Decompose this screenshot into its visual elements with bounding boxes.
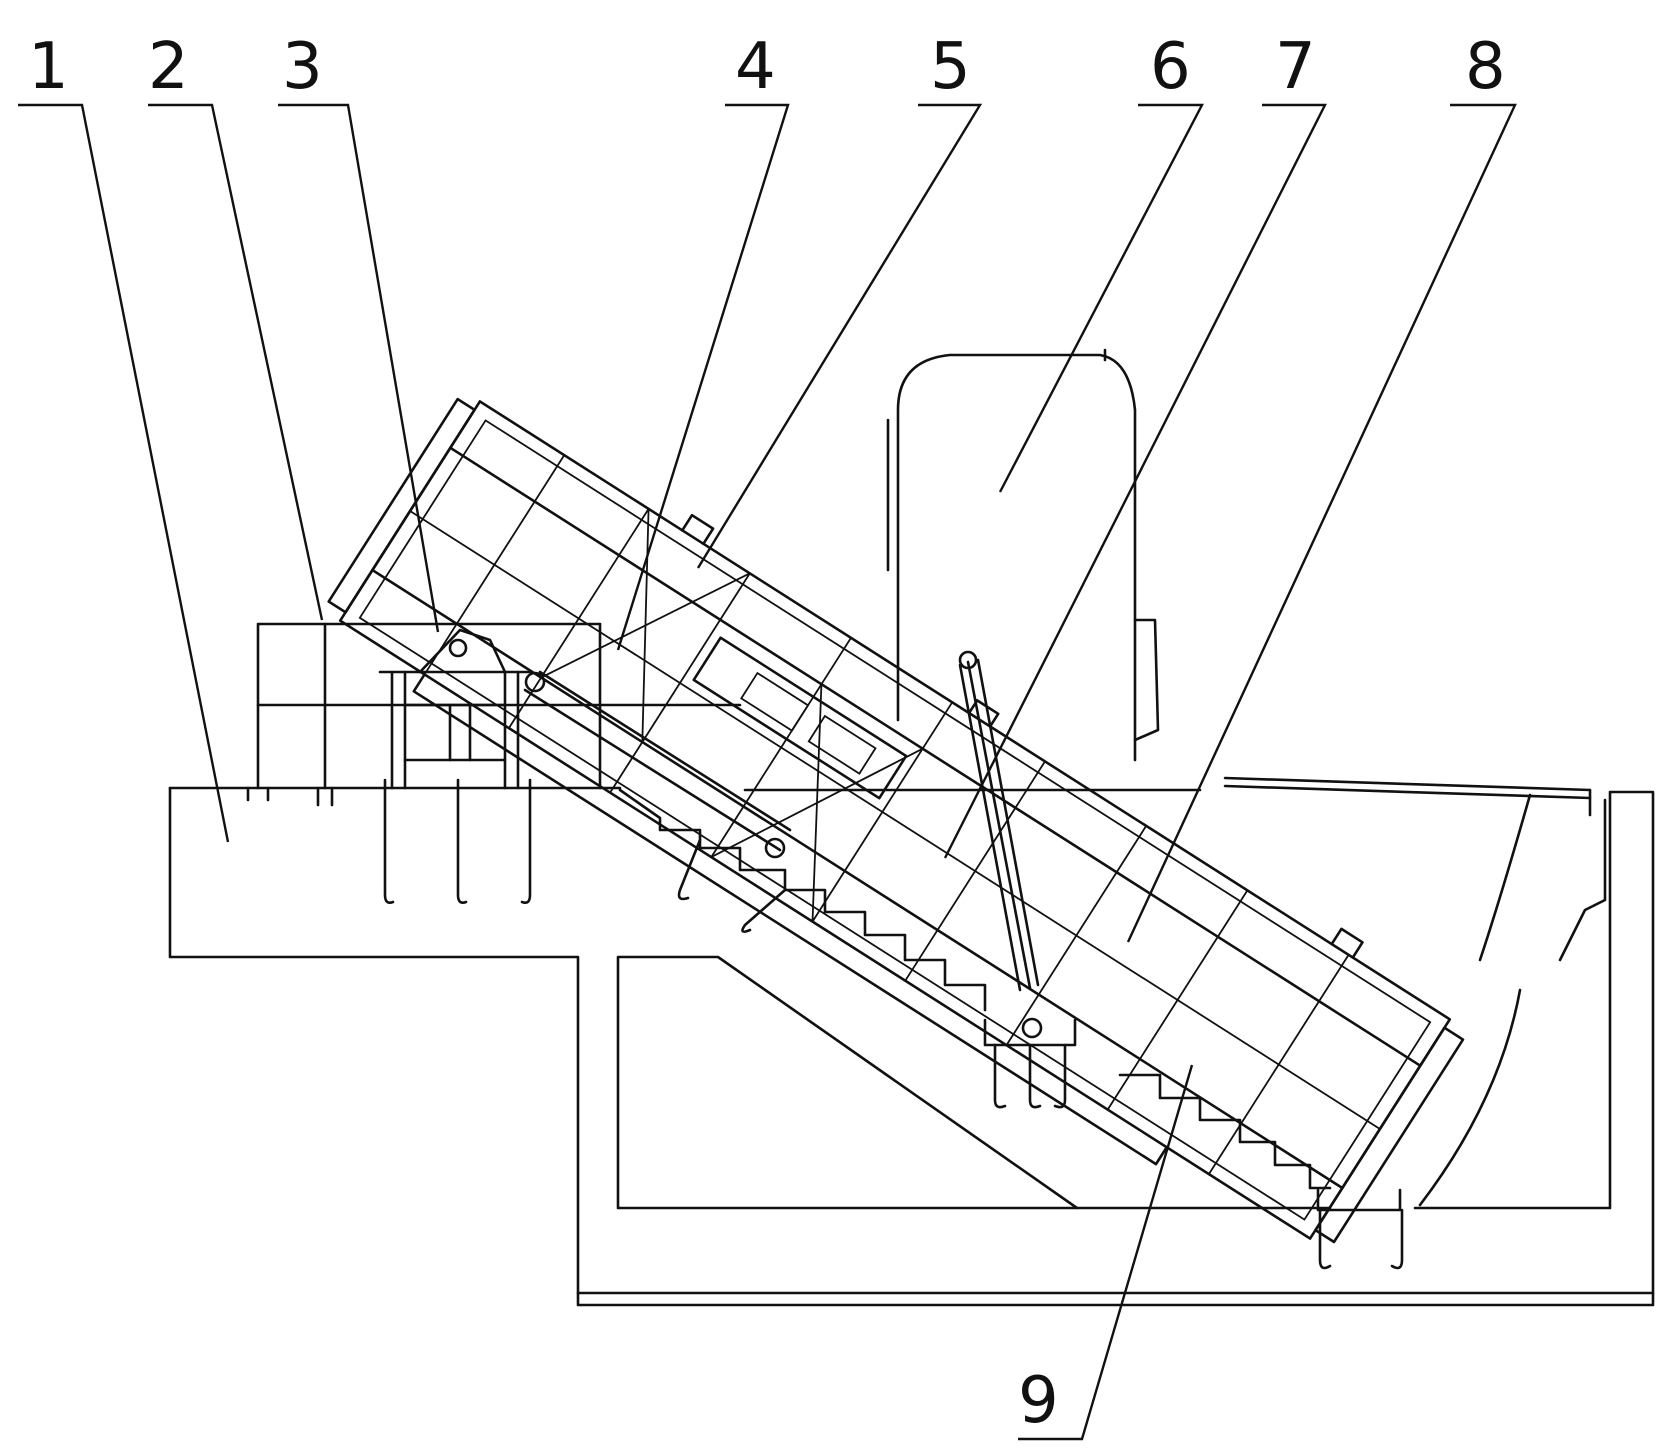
callout-1: 1 [28,30,69,104]
callout-6: 6 [1150,30,1191,104]
rocker-rail [523,670,792,933]
callout-labels: 1 2 3 4 5 6 7 8 9 [28,30,1506,1438]
right-door [1223,776,1607,1207]
handrail [246,622,742,807]
tank [886,348,1160,762]
leader-lines [18,103,1517,1441]
tilting-frame [327,397,1465,1244]
callout-3: 3 [282,30,323,104]
callout-8: 8 [1465,30,1506,104]
callout-9: 9 [1018,1364,1059,1438]
callout-4: 4 [735,30,776,104]
callout-2: 2 [148,30,189,104]
rear-hinge-base [1316,1188,1404,1270]
callout-7: 7 [1275,30,1316,104]
callout-5: 5 [930,30,971,104]
hinge-support [378,628,532,904]
hydraulic-cylinder [958,650,1077,1109]
foundation-pit [168,786,1655,1307]
